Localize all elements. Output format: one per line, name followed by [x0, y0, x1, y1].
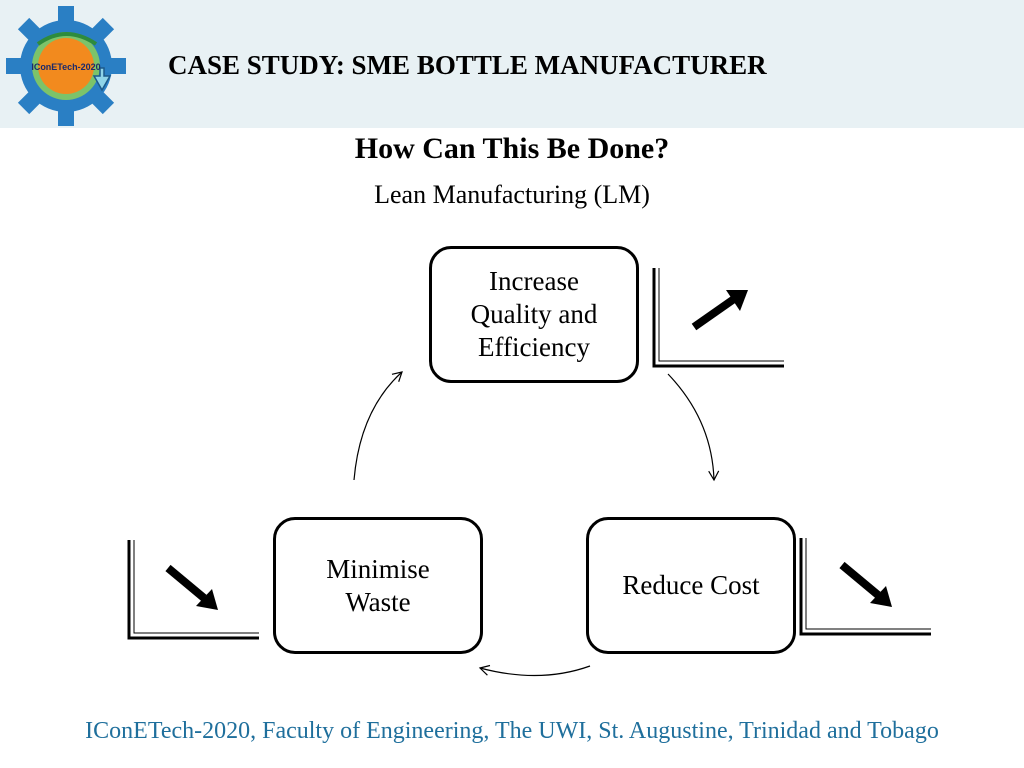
node-label-line: Efficiency [478, 332, 590, 362]
trend-down-indicator-cost [799, 538, 931, 636]
axes-icon [799, 538, 931, 636]
axes-icon [127, 540, 259, 640]
conference-logo: IConETech-2020 [6, 6, 126, 126]
node-reduce-cost: Reduce Cost [586, 517, 796, 654]
gear-icon [6, 6, 126, 126]
slide-subtitle: How Can This Be Done? [354, 132, 670, 165]
cycle-arrow-to-increase-quality [353, 371, 403, 481]
node-minimise-waste: Minimise Waste [273, 517, 483, 654]
node-label-line: Minimise [326, 553, 430, 584]
trend-up-indicator [652, 268, 784, 368]
cycle-arrow-to-reduce-cost [667, 373, 720, 482]
footer-conference-info: IConETech-2020, Faculty of Engineering, … [85, 718, 939, 744]
axes-icon [652, 268, 784, 368]
cycle-arrow-to-minimise-waste [478, 664, 591, 677]
node-label-line: Increase [489, 266, 579, 296]
logo-text: IConETech-2020 [31, 62, 100, 72]
node-increase-quality: Increase Quality and Efficiency [429, 246, 639, 383]
node-label-line: Waste [345, 586, 411, 617]
down-arrow-icon [870, 586, 892, 607]
node-label-line: Reduce Cost [622, 570, 760, 600]
page-title: CASE STUDY: SME BOTTLE MANUFACTURER [168, 50, 767, 80]
trend-down-indicator-waste [127, 540, 259, 640]
down-arrow-icon [196, 589, 218, 610]
header-band [0, 0, 1024, 128]
up-arrow-icon [726, 290, 748, 311]
method-label: Lean Manufacturing (LM) [374, 180, 650, 209]
node-label-line: Quality and [470, 299, 598, 329]
